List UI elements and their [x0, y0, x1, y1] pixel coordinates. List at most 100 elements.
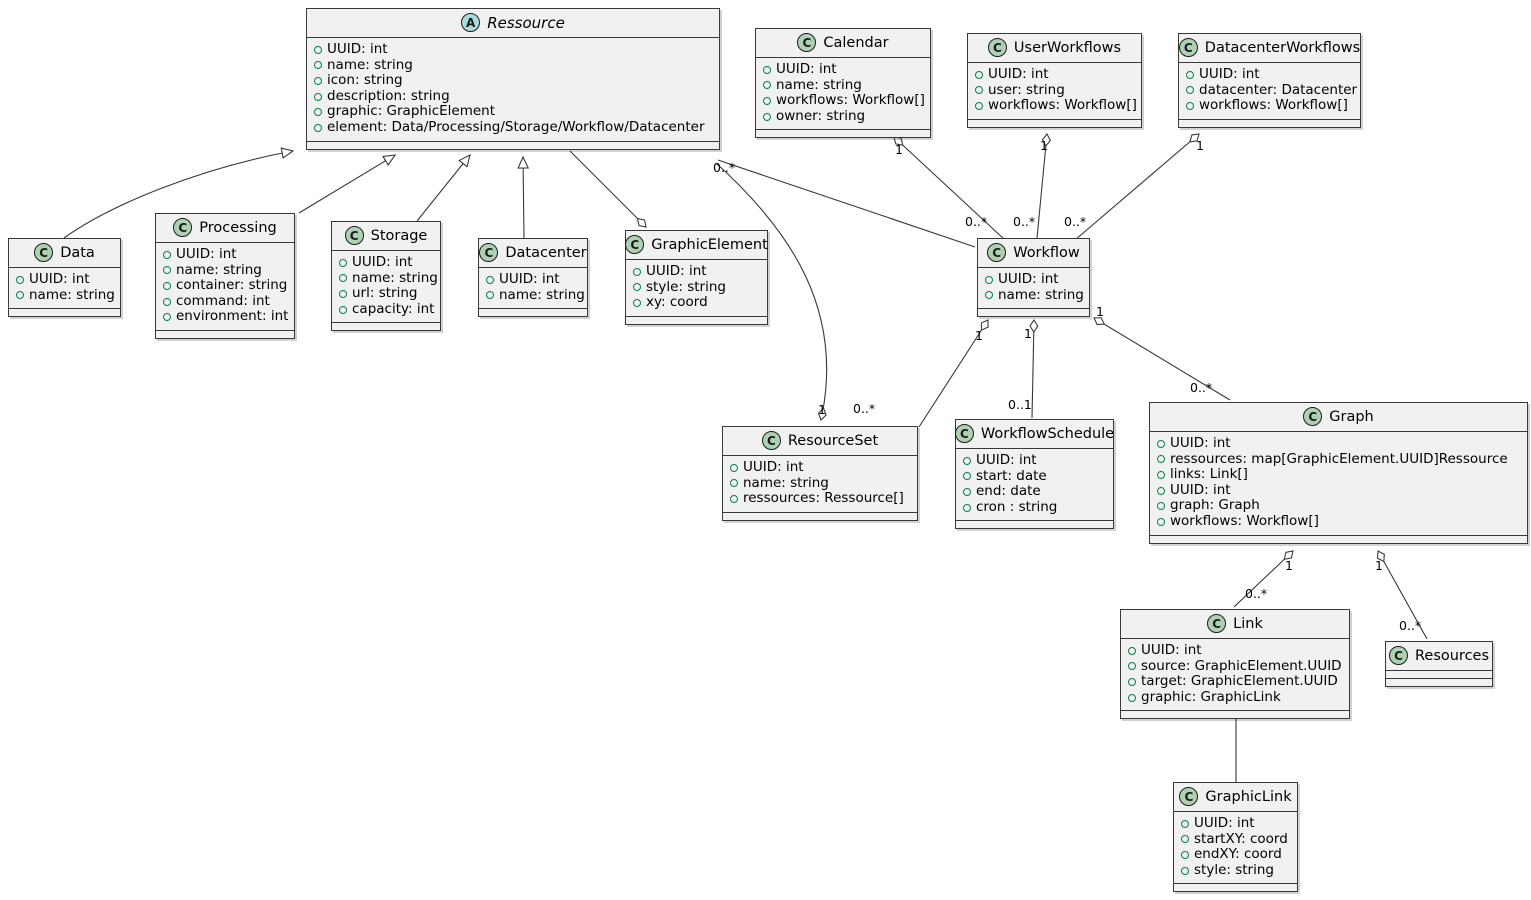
- class-icon: C: [479, 243, 499, 262]
- attribute-row: datacenter: Datacenter: [1186, 82, 1357, 99]
- attribute-row: UUID: int: [763, 61, 924, 78]
- edge-processing-inherits-ressource: [298, 154, 397, 214]
- attribute-text: element: Data/Processing/Storage/Workflo…: [327, 118, 705, 135]
- visibility-public-icon: [763, 96, 771, 105]
- class-icon: C: [987, 243, 1007, 262]
- visibility-public-icon: [975, 101, 983, 110]
- m-workflow-datacenterworkflows-end: 0..*: [1064, 214, 1087, 229]
- attribute-text: ressources: Ressource[]: [743, 490, 904, 507]
- visibility-public-icon: [730, 494, 738, 503]
- attribute-text: name: string: [352, 269, 438, 286]
- class-icon: C: [625, 235, 645, 254]
- class-methods-link: [1121, 711, 1349, 719]
- edge-storage-inherits-ressource: [416, 153, 471, 222]
- attribute-text: UUID: int: [988, 66, 1049, 82]
- attribute-row: name: string: [163, 262, 288, 279]
- visibility-public-icon: [339, 289, 347, 298]
- class-methods-workflowschedule: [956, 521, 1113, 529]
- m-workflow-schedule-agg: 1: [1024, 326, 1032, 341]
- attribute-row: workflows: Workflow[]: [763, 93, 925, 109]
- attribute-text: end: date: [976, 483, 1041, 500]
- attribute-text: target: GraphicElement.UUID: [1141, 673, 1338, 690]
- class-icon: C: [1388, 646, 1408, 665]
- visibility-public-icon: [314, 45, 322, 54]
- visibility-public-icon: [1157, 470, 1165, 479]
- class-icon: C: [1178, 38, 1198, 57]
- attribute-row: user: string: [975, 81, 1135, 99]
- attribute-text: user: string: [988, 81, 1065, 98]
- attribute-text: command: int: [176, 292, 270, 309]
- attribute-row: UUID: int: [339, 254, 434, 271]
- class-icon: C: [987, 38, 1007, 57]
- visibility-public-icon: [486, 275, 494, 284]
- visibility-public-icon: [16, 275, 24, 284]
- attribute-row: name: string: [985, 286, 1084, 304]
- attribute-row: workflows: Workflow[]: [975, 97, 1137, 114]
- class-methods-data: [9, 309, 120, 317]
- m-userworkflows-workflow-agg: 1: [1040, 138, 1048, 153]
- m-schedule-end: 0..1: [1008, 397, 1032, 412]
- visibility-public-icon: [1181, 850, 1189, 859]
- visibility-public-icon: [1128, 662, 1136, 671]
- visibility-public-icon: [963, 472, 971, 481]
- attribute-text: name: string: [998, 286, 1084, 303]
- attribute-text: UUID: int: [29, 271, 90, 287]
- visibility-public-icon: [985, 291, 993, 300]
- attribute-row: container: string: [163, 278, 288, 294]
- class-methods-graphicelement: [626, 316, 767, 324]
- attribute-text: workflows: Workflow[]: [988, 97, 1137, 114]
- attribute-text: name: string: [29, 286, 115, 303]
- visibility-public-icon: [1157, 439, 1165, 448]
- visibility-public-icon: [486, 291, 494, 300]
- class-methods-datacenterworkflows: [1179, 119, 1360, 127]
- class-name-processing: Processing: [199, 219, 277, 236]
- attribute-text: source: GraphicElement.UUID: [1141, 657, 1342, 674]
- attribute-text: name: string: [327, 56, 413, 73]
- attribute-text: graphic: GraphicLink: [1141, 688, 1281, 705]
- attribute-text: endXY: coord: [1194, 846, 1282, 863]
- attribute-text: UUID: int: [1170, 481, 1231, 498]
- class-methods-workflow: [978, 309, 1089, 317]
- attribute-text: UUID: int: [743, 459, 804, 475]
- attribute-row: environment: int: [163, 309, 288, 325]
- attribute-text: xy: coord: [646, 294, 708, 311]
- attribute-row: UUID: int: [16, 271, 114, 288]
- attribute-text: UUID: int: [1194, 815, 1255, 831]
- attribute-row: name: string: [486, 287, 585, 304]
- visibility-public-icon: [1157, 517, 1165, 526]
- attribute-text: cron : string: [976, 498, 1058, 515]
- attribute-text: start: date: [976, 467, 1047, 484]
- attribute-text: name: string: [499, 286, 585, 303]
- attribute-text: description: string: [327, 87, 450, 104]
- attribute-row: owner: string: [763, 108, 924, 125]
- abstract-class-icon: A: [461, 13, 481, 32]
- attribute-text: UUID: int: [646, 263, 707, 279]
- visibility-public-icon: [1128, 646, 1136, 655]
- attribute-text: workflows: Workflow[]: [1170, 512, 1319, 529]
